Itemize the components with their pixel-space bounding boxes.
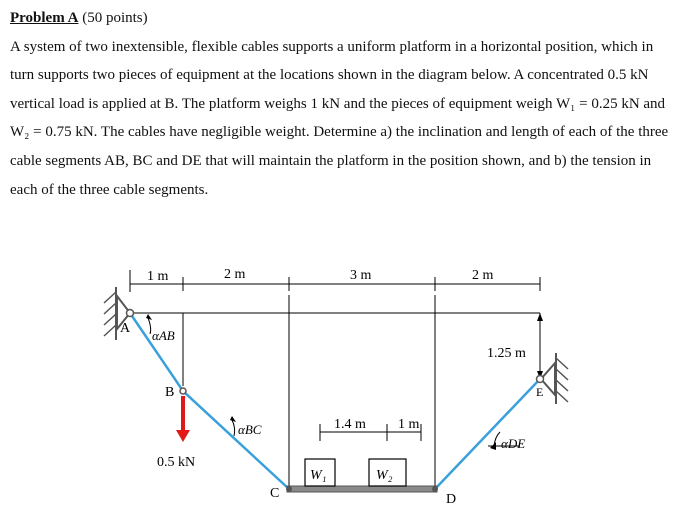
load-label: 0.5 kN — [157, 455, 195, 470]
node-c — [286, 486, 292, 492]
problem-title: Problem A — [10, 10, 79, 26]
weight-spacing-label-2: 1 m — [398, 417, 420, 432]
cable-de — [434, 378, 541, 490]
weight-label-w2: W₂ — [376, 468, 393, 483]
problem-points: (50 points) — [78, 10, 148, 26]
angle-label-bc: αBC — [238, 422, 262, 437]
point-label-c: C — [270, 486, 279, 501]
node-d — [432, 486, 438, 492]
height-arrow-top — [537, 313, 543, 321]
platform — [286, 485, 438, 493]
problem-statement: Problem A (50 points) A system of two ine… — [10, 4, 674, 204]
node-b — [179, 387, 187, 395]
equipment-w2 — [368, 458, 407, 487]
node-e — [535, 374, 545, 384]
dim-label-3m: 3 m — [350, 268, 372, 283]
support-a-icon — [103, 287, 132, 340]
equipment-w1 — [304, 458, 336, 487]
problem-body: A system of two inextensible, flexible c… — [10, 38, 669, 198]
point-label-a: A — [120, 321, 131, 336]
load-arrow-icon — [176, 430, 190, 442]
angle-arrow-bc — [230, 416, 236, 422]
angle-arrow-ab — [146, 314, 152, 320]
point-label-b: B — [165, 385, 174, 400]
dim-label-2m-right: 2 m — [472, 268, 494, 283]
height-label: 1.25 m — [487, 346, 526, 361]
problem-paragraph: Problem A (50 points) A system of two ine… — [10, 4, 674, 204]
angle-arc-bc — [231, 419, 236, 437]
node-a — [125, 308, 135, 318]
angle-label-de: αDE — [501, 436, 525, 451]
dim-label-1m: 1 m — [147, 269, 169, 284]
point-label-d: D — [446, 492, 456, 507]
dim-label-2m-left: 2 m — [224, 267, 246, 282]
point-label-e: E — [536, 385, 543, 399]
support-e-icon — [539, 353, 569, 404]
weight-spacing-label-1: 1.4 m — [334, 417, 366, 432]
weight-label-w1: W₁ — [310, 468, 327, 483]
angle-label-ab: αAB — [152, 328, 175, 343]
angle-arc-ab — [147, 317, 152, 335]
angle-arrow-de — [490, 442, 496, 450]
